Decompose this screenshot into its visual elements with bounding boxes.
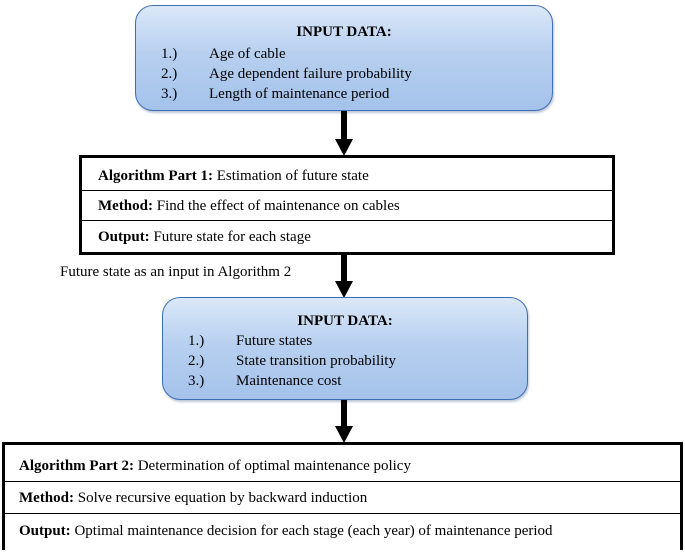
input-data-title: INPUT DATA:	[296, 24, 392, 40]
algorithm-row: Algorithm Part 2: Determination of optim…	[19, 458, 411, 474]
input-data-item: 2.)State transition probability	[188, 353, 396, 369]
input-data-item: 1.)Future states	[188, 333, 313, 349]
input-data-box-2: INPUT DATA: 1.)Future states 2.)State tr…	[162, 297, 528, 400]
input-data-title: INPUT DATA:	[297, 313, 393, 329]
algorithm-part-1-box: Algorithm Part 1: Estimation of future s…	[79, 155, 615, 255]
down-arrow-icon	[335, 400, 353, 443]
input-data-item: 1.)Age of cable	[161, 46, 286, 62]
output-row: Output: Future state for each stage	[82, 220, 612, 252]
algorithm-part-2-box: Algorithm Part 2: Determination of optim…	[2, 442, 683, 550]
down-arrow-icon	[335, 111, 353, 156]
input-data-item: 2.)Age dependent failure probability	[161, 66, 412, 82]
method-row: Method: Solve recursive equation by back…	[5, 481, 680, 513]
input-data-box-1: INPUT DATA: 1.)Age of cable 2.)Age depen…	[135, 5, 553, 111]
algorithm-row: Algorithm Part 1: Estimation of future s…	[98, 168, 369, 184]
down-arrow-icon	[335, 255, 353, 298]
method-row: Method: Find the effect of maintenance o…	[82, 190, 612, 220]
input-data-item: 3.)Maintenance cost	[188, 373, 342, 389]
connector-note: Future state as an input in Algorithm 2	[60, 264, 292, 280]
input-data-item: 3.)Length of maintenance period	[161, 86, 390, 102]
output-row: Output: Optimal maintenance decision for…	[5, 513, 680, 553]
